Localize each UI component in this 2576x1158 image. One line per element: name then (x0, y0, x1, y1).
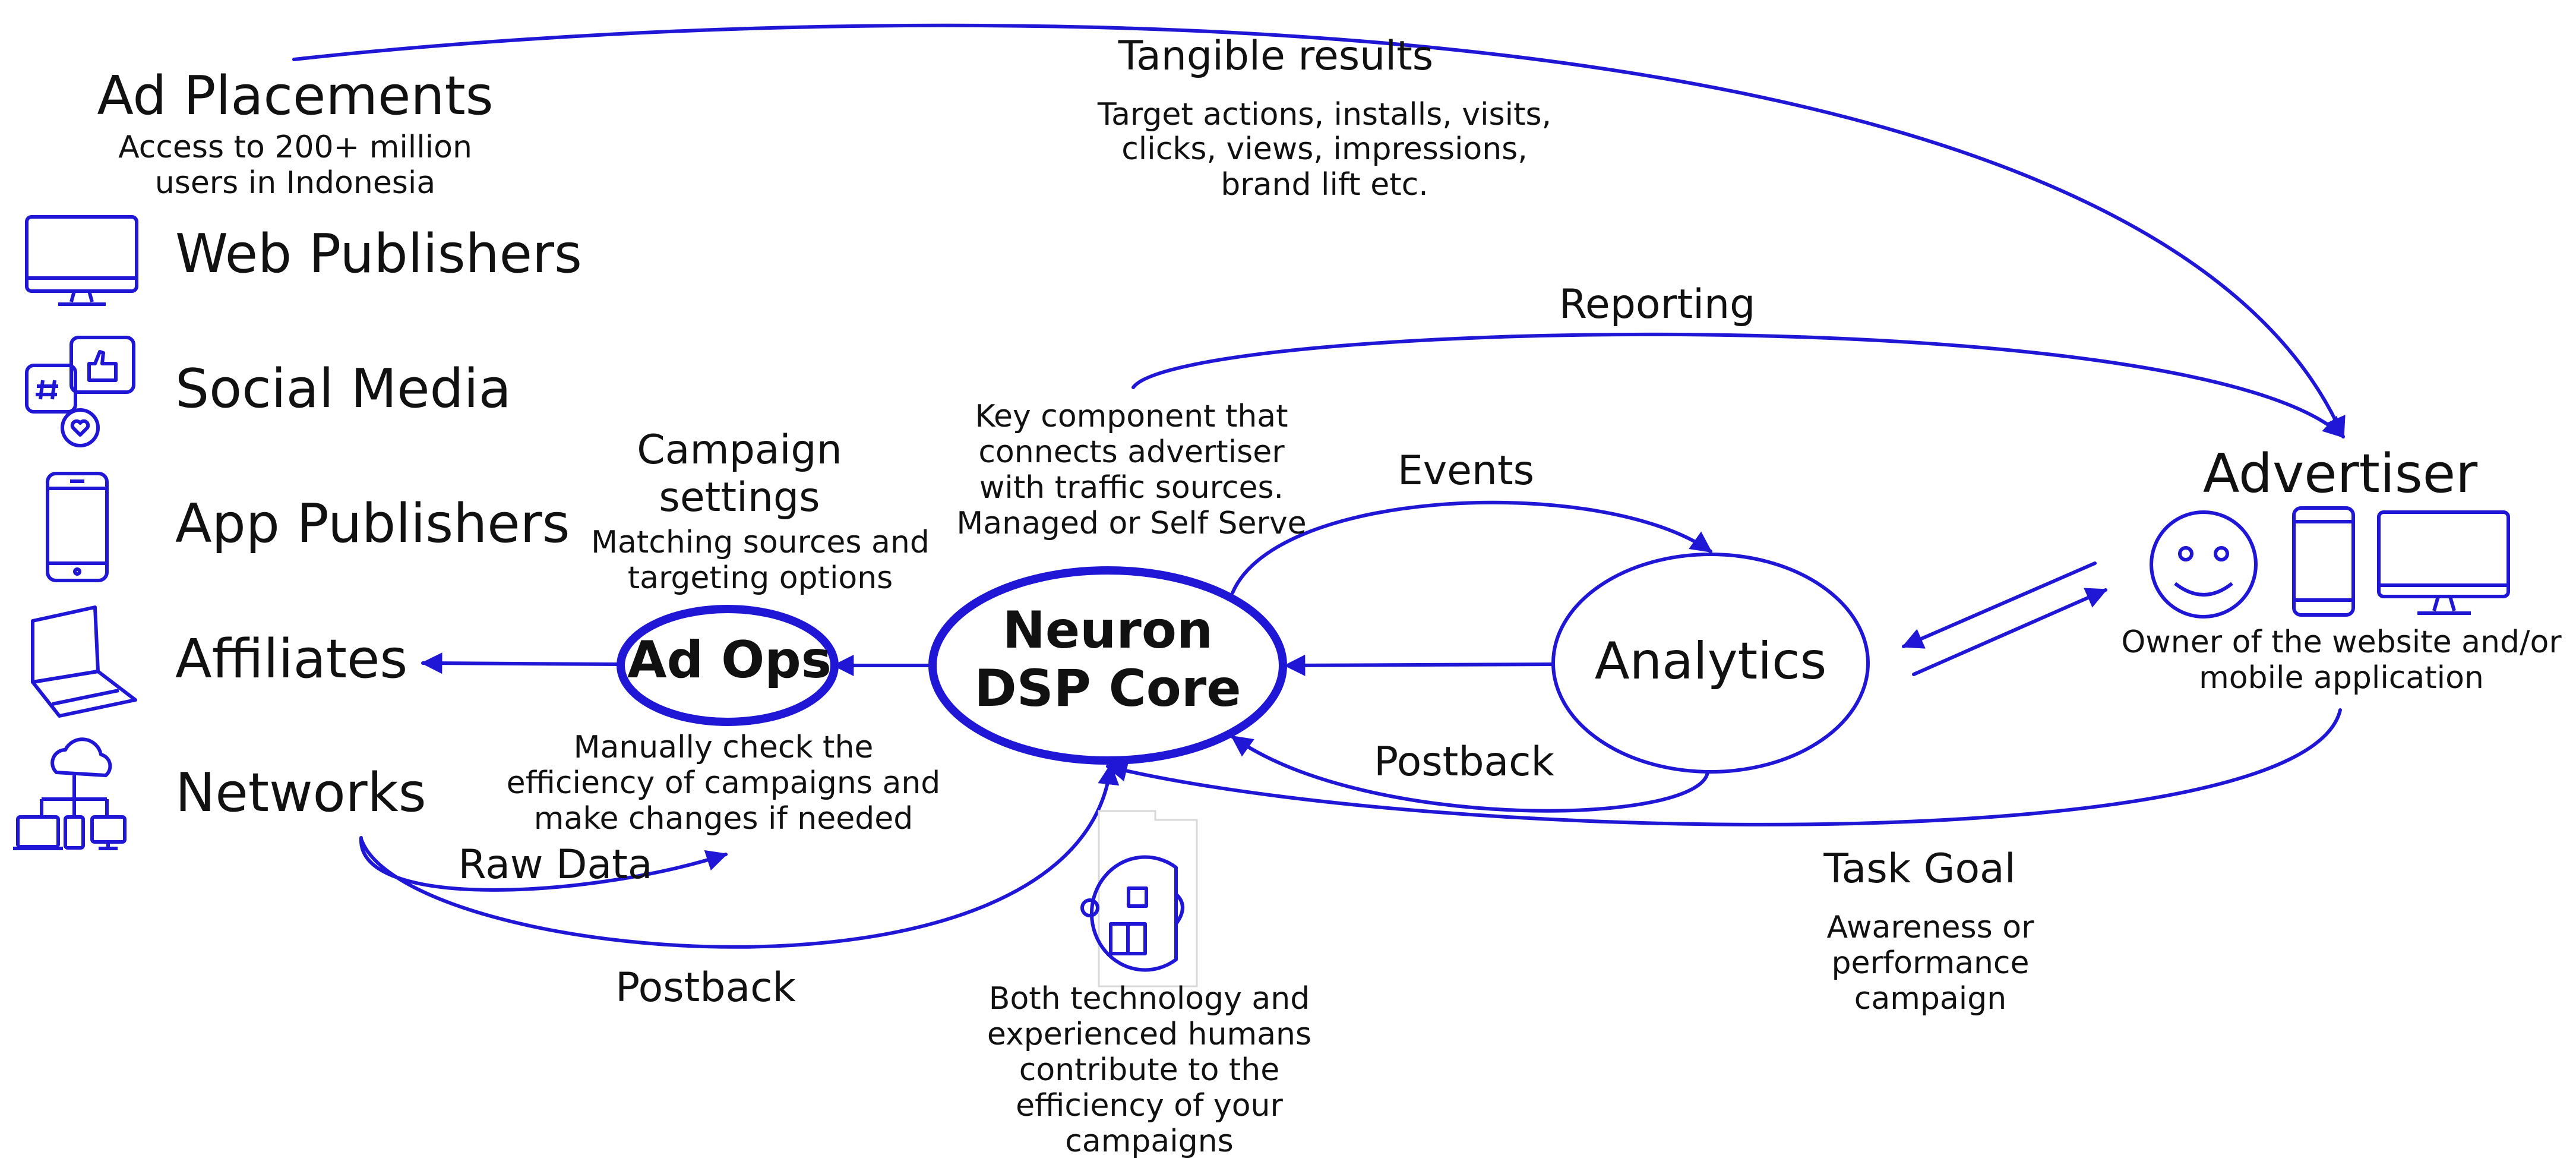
adops-to-affiliates-arrow (421, 652, 621, 674)
networks-label: Networks (175, 762, 426, 824)
postback-analytics-label: Postback (1374, 739, 1554, 785)
advertiser-desc-line2: mobile application (2199, 660, 2484, 696)
ad-ops-desc-line1: Manually check the (574, 730, 874, 765)
postback-networks-connector (359, 763, 1120, 949)
ad-ops-label: Ad Ops (627, 630, 832, 690)
ad-ops-desc-line2: efficiency of campaigns and (507, 765, 941, 801)
human-tech-line2: experienced humans (987, 1017, 1311, 1052)
task-goal-line1: Awareness or (1827, 910, 2035, 945)
web-publishers-label: Web Publishers (175, 223, 582, 285)
raw-data-connector (359, 836, 728, 892)
events-connector (1231, 500, 1712, 595)
tangible-results-title: Tangible results (1118, 33, 1433, 80)
task-goal-title: Task Goal (1823, 845, 2015, 892)
advertiser-title: Advertiser (2203, 443, 2477, 505)
key-component-line1: Key component that (975, 399, 1288, 434)
app-publishers-label: App Publishers (175, 493, 570, 555)
human-tech-line5: campaigns (1065, 1124, 1234, 1158)
smartphone-icon (46, 472, 109, 582)
advertiser-phone-icon (2292, 506, 2355, 617)
ad-ops-node (617, 605, 839, 726)
ad-placements-desc-line2: users in Indonesia (155, 165, 435, 201)
network-icon (13, 737, 127, 850)
affiliates-label: Affiliates (175, 628, 407, 690)
advertiser-desc-line1: Owner of the website and/or (2121, 624, 2562, 660)
ad-placements-title: Ad Placements (97, 65, 493, 127)
social-media-label: Social Media (175, 358, 511, 420)
analytics-node (1551, 553, 1870, 774)
monitor-icon (25, 215, 138, 306)
key-component-line3: with traffic sources. (979, 470, 1284, 506)
advertiser-monitor-icon (2377, 510, 2510, 615)
neuron-dsp-core-node (928, 566, 1287, 765)
neuron-dsp-core-label-line1: Neuron (1003, 601, 1213, 660)
key-component-line4: Managed or Self Serve (956, 506, 1306, 541)
raw-data-label: Raw Data (458, 841, 652, 888)
smiley-face-icon (2150, 510, 2258, 619)
tangible-results-line1: Target actions, installs, visits, (1097, 97, 1551, 132)
campaign-settings-title-line2: settings (659, 474, 820, 521)
key-component-line2: connects advertiser (978, 434, 1285, 470)
events-label: Events (1398, 447, 1534, 494)
campaign-settings-desc-line1: Matching sources and (591, 525, 930, 560)
campaign-settings-title-line1: Campaign (637, 427, 842, 474)
ad-ops-desc-line3: make changes if needed (534, 801, 914, 837)
campaign-settings-desc-line2: targeting options (628, 560, 893, 596)
ad-placements-desc-line1: Access to 200+ million (118, 130, 472, 165)
task-goal-line3: campaign (1854, 981, 2006, 1017)
analytics-label: Analytics (1595, 632, 1827, 691)
reporting-connector (1131, 332, 2345, 438)
tangible-results-connector (292, 23, 2346, 439)
robot-human-icon (1080, 810, 1198, 987)
human-tech-line4: efficiency of your (1016, 1088, 1283, 1124)
neuron-dsp-core-label-line2: DSP Core (974, 659, 1241, 718)
tangible-results-line2: clicks, views, impressions, (1121, 131, 1528, 167)
analytics-to-advertiser-arrow (1912, 588, 2108, 676)
social-media-icon (25, 336, 135, 447)
human-tech-line1: Both technology and (989, 981, 1310, 1017)
task-goal-connector (1105, 708, 2342, 826)
postback-networks-label: Postback (615, 964, 796, 1011)
postback-analytics-connector (1231, 735, 1709, 813)
human-tech-line3: contribute to the (1019, 1052, 1280, 1088)
task-goal-line2: performance (1831, 945, 2029, 981)
advertiser-to-analytics-arrow (1901, 561, 2097, 649)
analytics-to-core-arrow (1284, 654, 1555, 676)
reporting-label: Reporting (1559, 281, 1756, 328)
tangible-results-line3: brand lift etc. (1221, 167, 1428, 203)
laptop-icon (31, 605, 137, 718)
